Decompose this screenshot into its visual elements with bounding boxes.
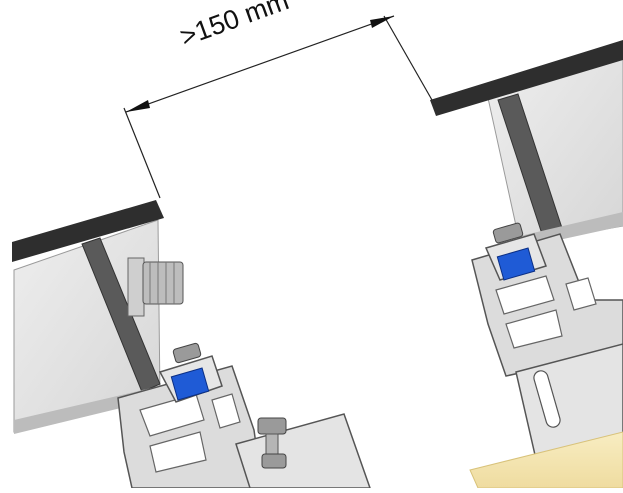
right-bracket-slot (533, 370, 561, 428)
right-clamp-insert (496, 247, 536, 281)
left-panel-top-frame (12, 200, 164, 262)
extension-line-right (383, 15, 433, 101)
arrowhead-left (126, 100, 150, 112)
left-clamp-insert (170, 367, 210, 401)
right-panel-top-frame (430, 40, 623, 116)
extension-line-left (123, 107, 161, 199)
right-mounting-rail (469, 222, 623, 489)
arrowhead-right (370, 16, 394, 28)
left-base-bolt (257, 417, 287, 469)
right-rail-slots (495, 275, 597, 349)
dimension-line (125, 15, 395, 113)
left-mounting-rail (117, 342, 372, 489)
wood-base (469, 431, 623, 489)
left-solar-panel (12, 200, 184, 434)
dimension-indicator (123, 15, 433, 199)
left-clamp-bolt (172, 342, 202, 364)
right-clamp-bolt (492, 222, 524, 244)
left-panel-spacer (81, 237, 161, 393)
left-base-bracket (235, 413, 372, 489)
junction-connector (127, 257, 184, 317)
right-solar-panel (430, 40, 623, 248)
